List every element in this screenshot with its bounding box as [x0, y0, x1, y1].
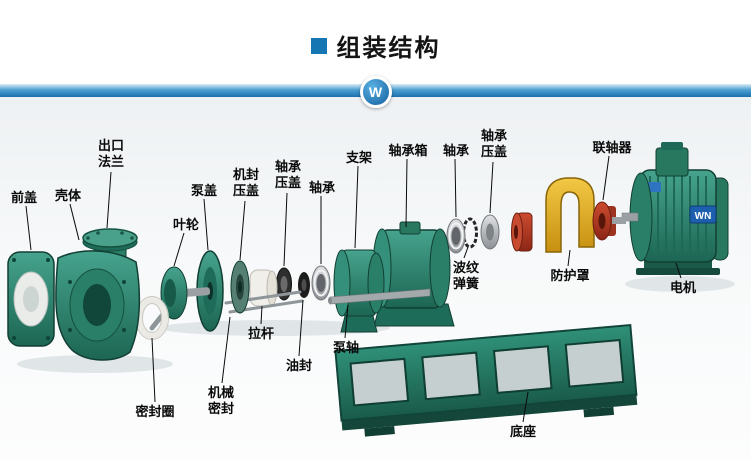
bearing-right-part [446, 218, 466, 254]
label-bearing-left: 轴承 [308, 180, 336, 195]
motor-brand-text: WN [695, 211, 712, 222]
leader-line [567, 249, 571, 267]
base-part [334, 323, 638, 437]
label-seal-ring: 密封圈 [135, 404, 175, 419]
front-cover-part [7, 251, 55, 347]
label-bearing-box: 轴承箱 [388, 143, 428, 158]
pump-shaft-part [328, 288, 431, 305]
label-wave-spring: 波纹 弹簧 [452, 260, 480, 291]
label-guard: 防护罩 [550, 268, 590, 283]
label-bearing-gland-right: 轴承 压盖 [480, 128, 508, 159]
motor-nameplate [689, 205, 717, 224]
label-pump-cover: 泵盖 [190, 183, 218, 198]
casing-part [55, 228, 141, 361]
label-bearing-right: 轴承 [442, 143, 470, 158]
leader-line [173, 232, 185, 267]
leader-line [203, 198, 209, 251]
leader-line [405, 158, 408, 228]
label-coupling: 联轴器 [592, 140, 632, 155]
leader-line [151, 337, 156, 403]
bearing-left-part [311, 265, 331, 301]
label-casing: 壳体 [54, 188, 82, 203]
leader-line [25, 205, 32, 251]
w-badge-icon: W [359, 76, 392, 108]
leader-line [239, 200, 246, 261]
label-front-cover: 前盖 [10, 190, 38, 205]
leader-line [463, 246, 469, 259]
wave-spring-part [462, 217, 478, 249]
coupling-left-part [511, 212, 533, 252]
label-base: 底座 [509, 424, 537, 439]
label-motor: 电机 [669, 280, 697, 295]
leader-line [354, 165, 359, 249]
leader-line [69, 203, 80, 241]
page-title: 组装结构 [336, 35, 441, 62]
label-impeller: 叶轮 [172, 217, 200, 232]
outlet-flange-part [82, 228, 138, 252]
leader-line [344, 304, 349, 339]
label-mechanical-seal: 机械 密封 [207, 385, 235, 416]
shaft-sleeve-part [183, 287, 211, 297]
bearing-gland-right-part [480, 214, 500, 250]
label-oil-seal: 油封 [285, 358, 313, 373]
pump-cover-part [196, 250, 224, 332]
leader-line [298, 299, 304, 357]
label-seal-gland: 机封 压盖 [232, 167, 260, 198]
seal-gland-part [230, 260, 250, 314]
oil-seal-part [298, 272, 310, 298]
label-bearing-gland-left: 轴承 压盖 [274, 159, 302, 190]
coupling-right-part [592, 201, 626, 241]
leader-line [221, 316, 231, 384]
leader-line [675, 262, 682, 279]
label-pump-shaft: 泵轴 [332, 340, 360, 355]
seal-ring-part [135, 296, 169, 340]
label-outlet-flange: 出口 法兰 [97, 138, 125, 169]
bearing-box-part [372, 221, 455, 327]
page-header: 组装结构 [0, 28, 751, 63]
guard-part [545, 177, 595, 253]
label-bracket: 支架 [345, 150, 373, 165]
label-tie-rod: 拉杆 [247, 326, 275, 341]
leader-line [602, 155, 610, 201]
title-bullet-icon [310, 37, 327, 54]
leader-line [260, 305, 263, 325]
leader-line [454, 158, 457, 218]
motor-part: WN [621, 142, 729, 275]
leader-line [283, 192, 288, 267]
leader-line [106, 171, 112, 229]
seal-cartridge-part [249, 269, 278, 307]
leader-line [522, 391, 529, 423]
leader-line [489, 161, 494, 214]
